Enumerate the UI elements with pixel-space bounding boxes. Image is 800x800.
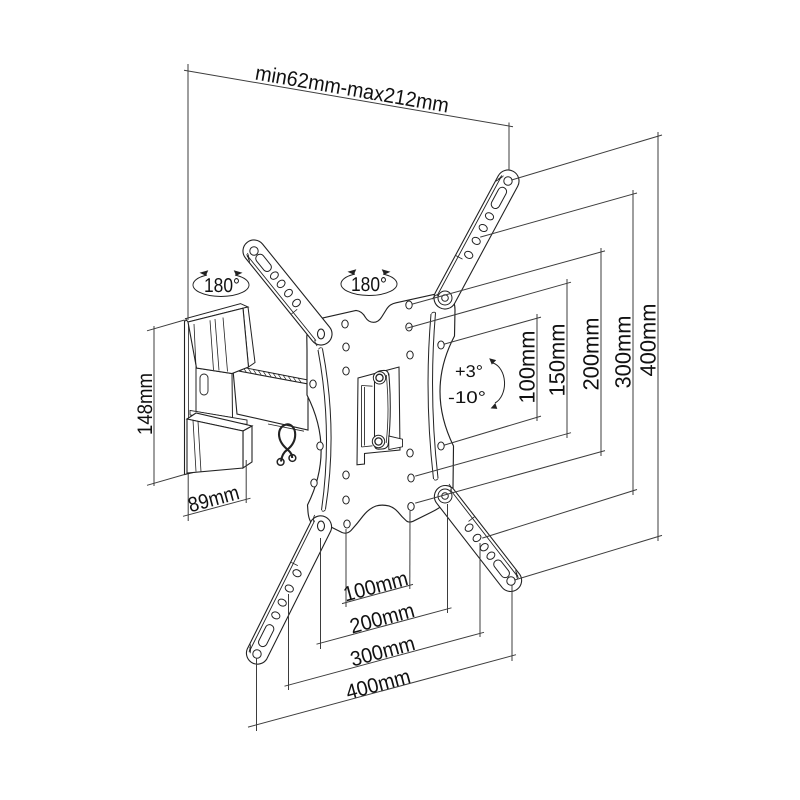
svg-text:100mm: 100mm [515,331,540,404]
svg-text:-10°: -10° [448,388,486,407]
svg-text:300mm: 300mm [611,316,636,389]
svg-text:180°: 180° [204,275,240,297]
svg-text:+3°: +3° [455,362,483,381]
svg-text:150mm: 150mm [545,324,570,397]
svg-text:400mm: 400mm [636,304,661,377]
svg-text:200mm: 200mm [579,318,604,391]
svg-text:180°: 180° [351,274,387,296]
svg-text:148mm: 148mm [134,373,157,435]
